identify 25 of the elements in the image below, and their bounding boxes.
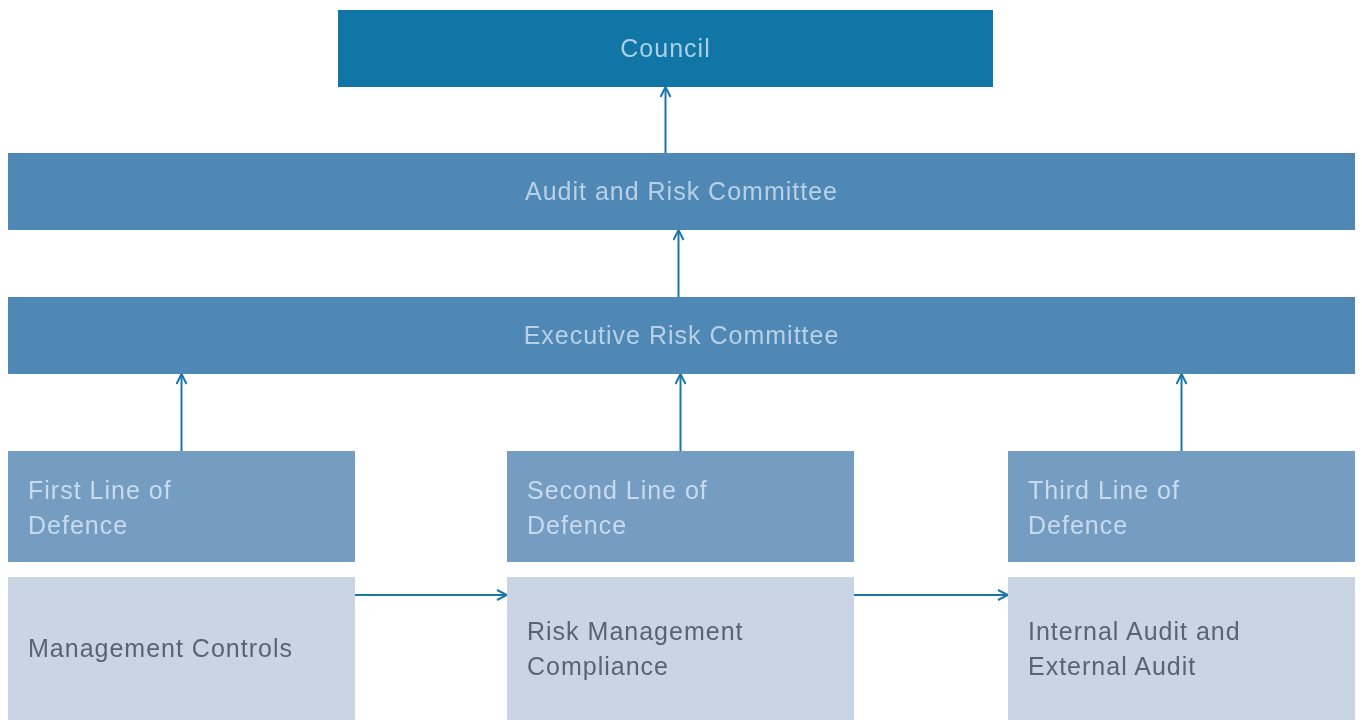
node-label: Management Controls <box>28 633 293 664</box>
node-label: Third Line of Defence <box>1028 475 1181 541</box>
node-label: Second Line of Defence <box>527 475 709 541</box>
node-label: Risk Management Compliance <box>527 615 745 682</box>
node-label: First Line of Defence <box>28 475 173 541</box>
activity-box <box>1008 577 1355 720</box>
arrow <box>1175 373 1188 452</box>
line-of-defence-box <box>8 451 355 562</box>
arrow <box>674 373 687 452</box>
arrow <box>175 373 188 452</box>
node-label: Internal Audit and External Audit <box>1028 615 1242 682</box>
activity-box <box>507 577 854 720</box>
line-of-defence-box <box>507 451 854 562</box>
committee-box <box>8 297 1355 374</box>
arrow <box>659 86 672 154</box>
arrow <box>354 589 508 601</box>
node-label: Council <box>620 33 711 64</box>
node-label: Audit and Risk Committee <box>525 176 838 207</box>
activity-box <box>8 577 355 720</box>
council-box <box>338 10 993 87</box>
line-of-defence-box <box>1008 451 1355 562</box>
arrow <box>672 229 685 298</box>
arrow <box>853 589 1009 601</box>
committee-box <box>8 153 1355 230</box>
node-label: Executive Risk Committee <box>523 320 840 351</box>
